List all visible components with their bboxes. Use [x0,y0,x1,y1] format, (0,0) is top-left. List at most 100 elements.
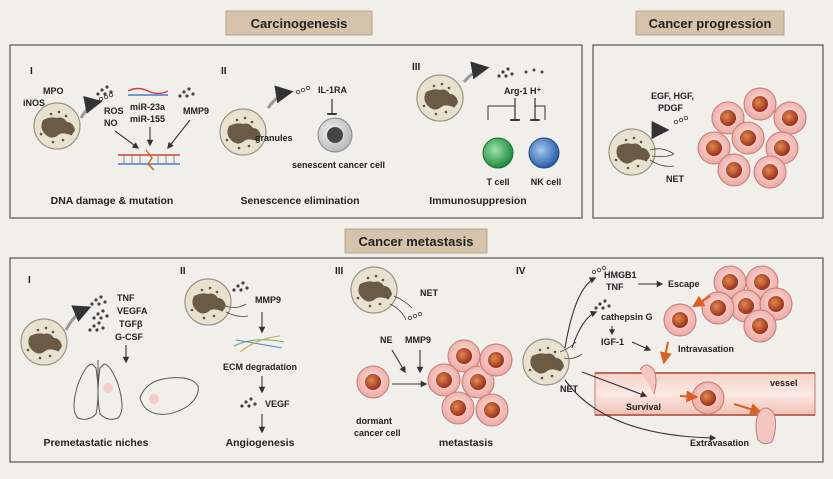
tgfb-label: TGFβ [119,319,143,329]
arg1-label: Arg-1 [504,86,528,96]
neutrophil-icon [219,108,267,156]
metastasis-tumor-icon [427,339,513,427]
net-label: NET [666,174,685,184]
release-arrow-icon [650,121,670,140]
mmp9-meta-label: MMP9 [255,295,281,305]
no-label: NO [104,118,118,128]
progression-header: Cancer progression [635,10,785,36]
vegfa-label: VEGFA [117,306,148,316]
escape-label: Escape [668,279,700,289]
inos-label: iNOS [23,98,45,108]
cathepsin-label: cathepsin G [601,312,653,322]
dormant-cancer-cell-icon [356,365,390,399]
carcinogenesis-panel [9,44,583,219]
release-arrow-icon [64,305,92,331]
neutrophil-icon [33,102,81,150]
net-meta4-label: NET [560,384,579,394]
gcsf-label: G-CSF [115,332,144,342]
dna-damage-icon [118,149,180,171]
pdgf-label: PDGF [658,103,684,113]
meta-p2-numeral: II [180,266,186,277]
meta-p3-numeral: III [335,266,344,277]
cancer-cell-label: cancer cell [354,428,401,438]
egf-label: EGF, HGF, [651,91,694,101]
carcinogenesis-header: Carcinogenesis [225,10,373,36]
senescent-label: senescent cancer cell [292,160,385,170]
neutrophil-icon [522,338,570,386]
mmp9-meta3-label: MMP9 [405,335,431,345]
growth-factor-dots-icon [673,115,689,125]
carcinogenesis-title: Carcinogenesis [251,16,348,31]
liver-icon [139,377,199,415]
carc-p1-caption: DNA damage & mutation [51,195,174,207]
release-arrow-icon [462,61,490,83]
net-meta-label: NET [420,288,439,298]
mir155-label: miR-155 [130,114,165,124]
carc-p2-caption: Senescence elimination [240,195,359,207]
vegf-dots-icon [240,397,257,408]
neutrophil-icon [20,318,68,366]
meta-p1-caption: Premetastatic niches [43,437,148,449]
mmp9-label: MMP9 [183,106,209,116]
net-strands-icon [649,148,675,167]
senescent-cell-icon [317,117,353,153]
meta-p4-numeral: IV [516,266,526,277]
igf1-label: IGF-1 [601,337,624,347]
net-strands-icon [225,303,249,317]
net-strands-icon [389,295,413,321]
carc-p2-numeral: II [221,66,227,77]
mir23a-label: miR-23a [130,102,166,112]
tnf-meta4-label: TNF [606,282,624,292]
dormant-label: dormant [356,416,392,426]
granules-label: granules [255,133,293,143]
t-cell-icon [482,137,514,169]
extravasating-cell-icon [755,407,777,445]
intravasation-label: Intravasation [678,344,734,354]
release-arrow-icon [266,85,294,109]
circulating-cell-icon [691,381,725,415]
neutrophil-icon [416,74,464,122]
extravasation-label: Extravasation [690,438,749,448]
mmp9-dots-icon [232,281,249,292]
ecm-fibers-icon [233,335,285,353]
mpo-label: MPO [43,86,64,96]
tnf-label: TNF [117,293,135,303]
carc-p1-numeral: I [30,66,33,77]
nk-cell-icon [528,137,560,169]
vegf-label: VEGF [265,399,290,409]
lungs-icon [73,360,123,420]
meta-p2-caption: Angiogenesis [226,437,295,449]
carc-p3-numeral: III [412,62,421,73]
tumor-mass-icon [697,87,807,189]
il1ra-dots-icon [295,85,311,95]
h-label: H⁺ [530,86,541,96]
release-arrow-icon [79,96,103,119]
ne-label: NE [380,335,393,345]
metastasis-title: Cancer metastasis [359,234,474,249]
cathepsin-dots-icon [594,299,611,310]
cytokine-dots-icon [88,295,109,332]
neutrophil-icon [608,128,656,176]
metastasis-header: Cancer metastasis [344,228,488,254]
ros-dots-icon [96,85,113,96]
net-dots-icon [407,311,423,321]
intravasating-cell-icon [639,364,657,395]
h-dots-icon [524,68,544,74]
metastasis-panel [9,257,824,463]
neutrophil-icon [350,266,398,314]
survival-label: Survival [626,402,661,412]
escaping-cell-icon [663,303,697,337]
ecm-label: ECM degradation [223,362,297,372]
neutrophil-icon [184,278,232,326]
progression-title: Cancer progression [649,16,772,31]
mirna-strand-icon [127,87,169,95]
il1ra-label: IL-1RA [318,85,348,95]
t-cell-label: T cell [486,177,509,187]
nk-cell-label: NK cell [531,177,562,187]
vessel-label: vessel [770,378,798,388]
progression-panel [592,44,824,219]
net-strands-icon [559,341,583,359]
ros-label: ROS [104,106,124,116]
